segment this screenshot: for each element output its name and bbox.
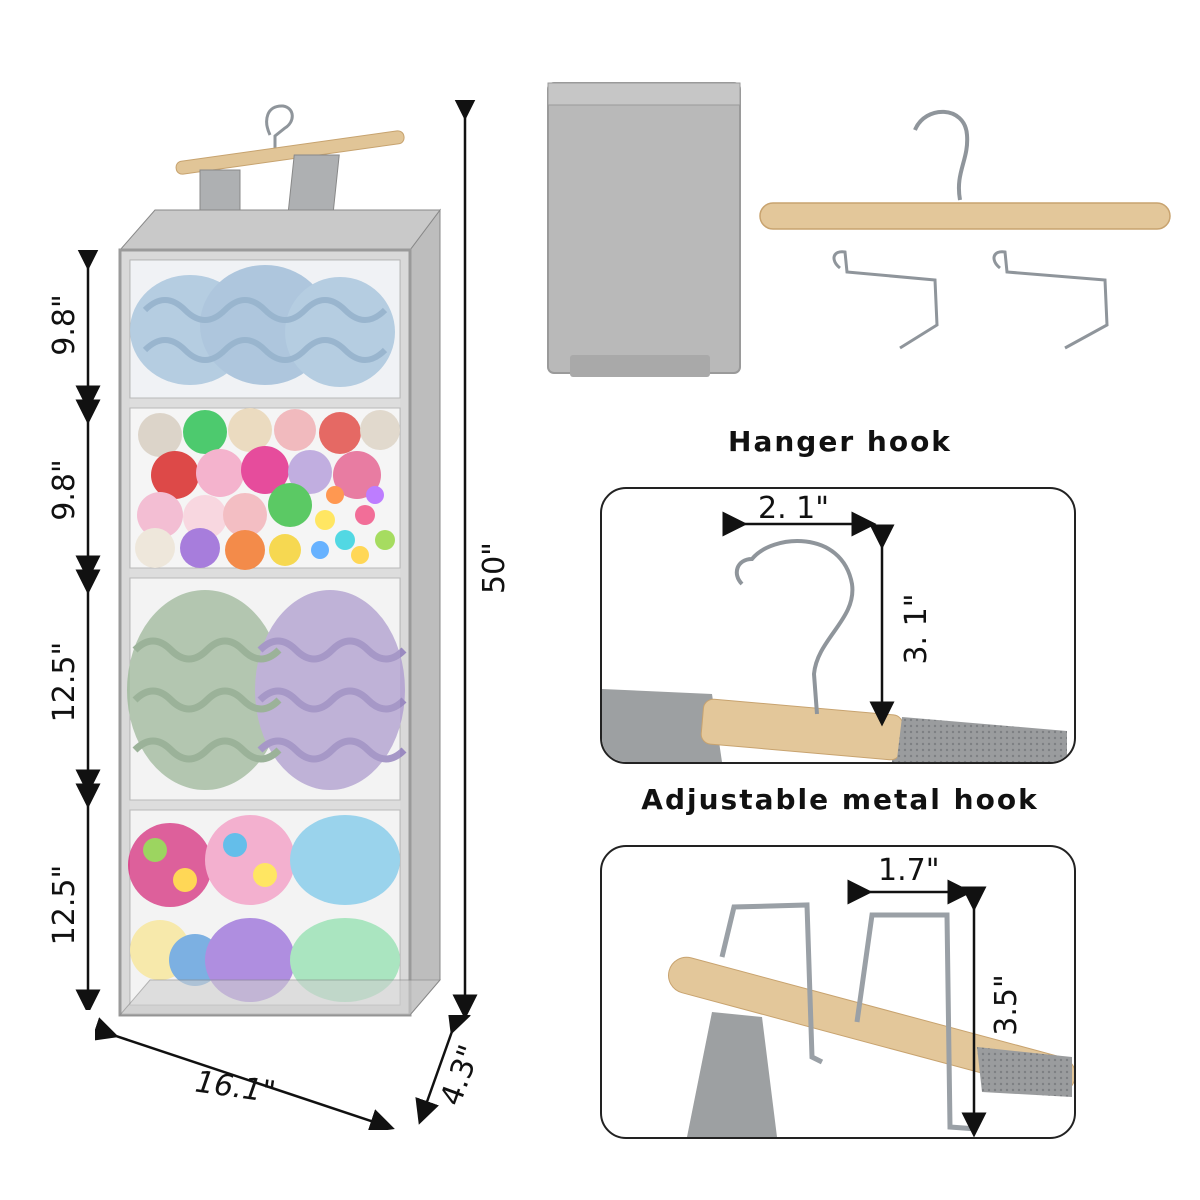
top-panel [118,209,441,251]
hanger-hook-icon [265,104,294,150]
hanger-hook-caption: Hanger hook [728,425,952,458]
metal-hook-caption: Adjustable metal hook [641,783,1039,816]
hanger-hook-height: 3. 1" [899,593,934,665]
blue-yarn [130,265,395,387]
folded-organizer [547,82,741,377]
hanger-parts [759,109,1171,350]
hanger-hook-width: 2. 1" [758,491,830,526]
small-yarn-balls [135,408,400,570]
shelf-3-dimension: 12.5" [47,641,82,723]
width-depth-arrows [95,1015,471,1130]
metal-hook-left-icon [832,250,939,350]
shelf-4-dimension: 12.5" [47,864,82,946]
hanger-hook-panel: 2. 1" 3. 1" [600,487,1076,764]
metal-hook-right-icon [992,250,1109,350]
shelf-arrows [75,250,101,1010]
wooden-dowel [759,202,1171,230]
depth-arrow [415,1015,471,1125]
shelf-2-dimension: 9.8" [47,459,82,521]
wooden-dowel [175,130,405,175]
total-height-dimension: 50" [477,542,512,594]
metal-hook-height: 3.5" [989,974,1024,1036]
metal-hook-detail [668,879,1074,1137]
total-height-arrow [452,100,478,1015]
metal-hook-panel: 1.7" 3.5" [600,845,1076,1139]
chunky-yarn-shelf [127,590,407,790]
metal-hook-width: 1.7" [878,853,940,888]
hanger-hook-detail [602,511,1067,762]
width-arrow [95,1017,395,1130]
organizer-illustration [95,100,445,1030]
shelf-1-dimension: 9.8" [47,294,82,356]
side-panel [409,208,441,1017]
hanger-hook-icon [913,109,970,201]
organizer-graphic [118,104,442,1017]
